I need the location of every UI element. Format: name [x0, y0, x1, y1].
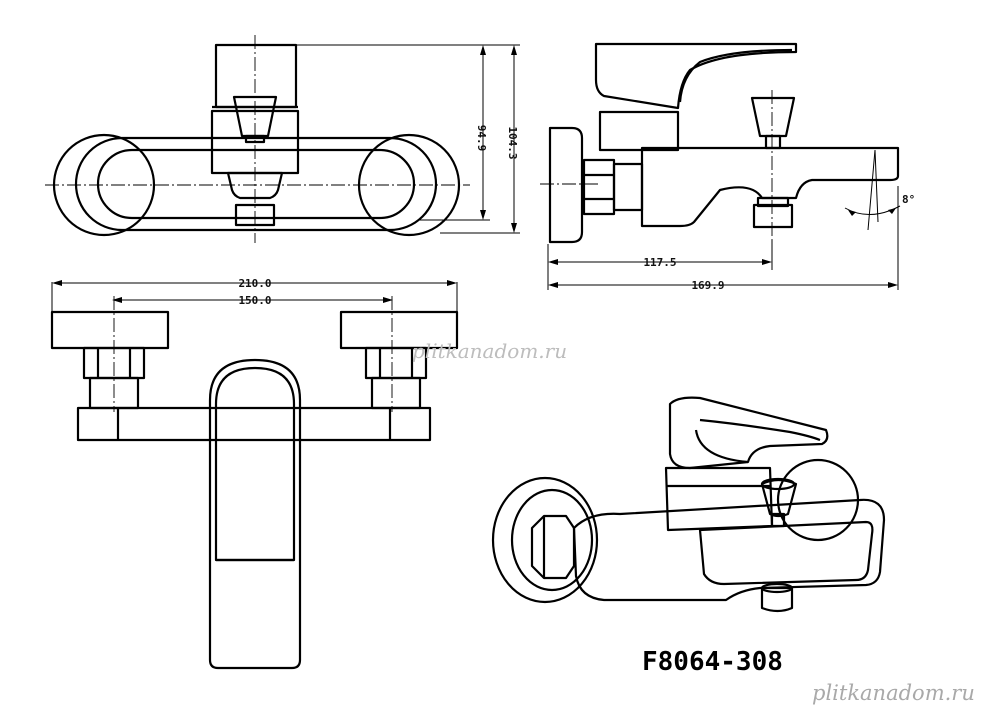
iso-hex-nut: [530, 514, 576, 580]
dim-height-outer: 104.3: [506, 126, 519, 159]
side-column: [598, 110, 680, 152]
side-lever: [594, 42, 798, 110]
iso-outlet: [760, 586, 794, 613]
dim-width-centers: 150.0: [238, 294, 271, 307]
dim-depth-spout-center: 117.5: [643, 256, 676, 269]
watermark-bottom: plitkanadom.ru: [812, 681, 975, 705]
side-view: 8° 117.5 169.9: [540, 42, 915, 292]
iso-wall-flange: [491, 476, 599, 604]
watermark-top: plitkanadom.ru: [412, 339, 567, 363]
mixer-body-inner: [96, 148, 416, 220]
dim-depth-total: 169.9: [691, 279, 724, 292]
top-spout: [208, 358, 302, 670]
iso-lever: [668, 396, 829, 470]
side-wall-flange: [548, 126, 584, 244]
iso-body: [572, 498, 886, 602]
lower-neck: [226, 171, 284, 200]
diverter-knob: [232, 95, 278, 138]
top-body: [76, 406, 432, 442]
isometric-view: [491, 396, 886, 613]
front-view: 94.9 104.3: [45, 35, 520, 243]
side-hex-nut: [582, 158, 616, 216]
side-outlet: [752, 203, 794, 229]
top-left-hex: [82, 346, 146, 380]
side-body-spout: [640, 146, 900, 228]
model-code: F8064-308: [642, 647, 783, 677]
top-left-flange: [50, 310, 170, 350]
dim-height-inner: 94.9: [475, 125, 488, 152]
top-right-hex: [364, 346, 428, 380]
top-view: 210.0 150.0 plitkanadom.ru: [50, 277, 567, 670]
iso-column: [664, 466, 774, 532]
dim-spout-angle: 8°: [902, 193, 915, 206]
mixer-body: [74, 136, 438, 232]
iso-diverter-knob: [760, 478, 798, 518]
dim-width-total: 210.0: [238, 277, 271, 290]
side-diverter-knob: [750, 96, 796, 138]
